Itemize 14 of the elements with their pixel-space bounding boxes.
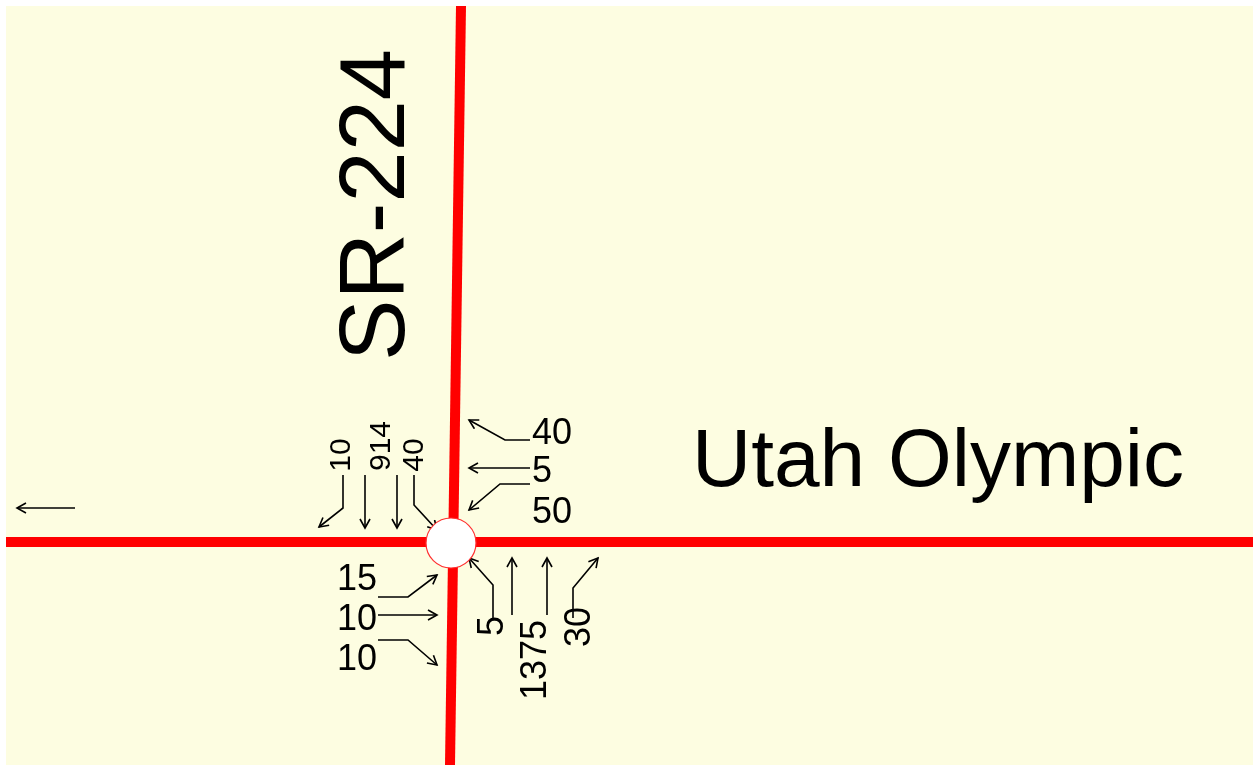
turn-count: 1375 — [516, 619, 552, 701]
turn-count: 10 — [337, 600, 377, 636]
turn-count: 50 — [532, 493, 572, 529]
street-name: SR-224 — [326, 49, 418, 361]
turn-count: 30 — [560, 607, 596, 647]
turn-count: 40 — [398, 438, 428, 472]
turn-count: 5 — [473, 616, 509, 636]
turn-count: 15 — [337, 560, 377, 596]
turn-count: 10 — [337, 640, 377, 676]
turn-count: 5 — [532, 452, 552, 488]
turn-count: 914 — [365, 420, 395, 472]
intersection-circle — [425, 517, 477, 569]
turn-count: 40 — [532, 414, 572, 450]
turn-count: 10 — [325, 438, 355, 472]
